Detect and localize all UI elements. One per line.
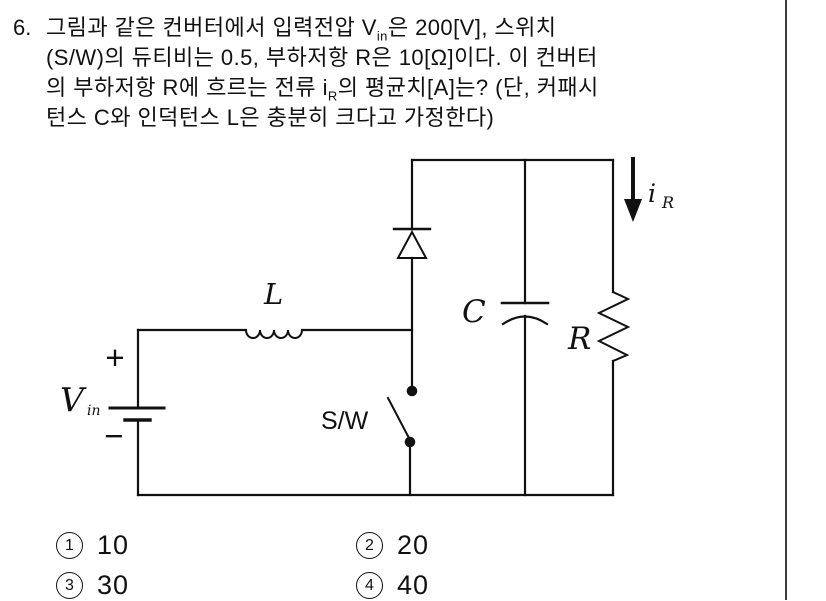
capacitor-label: C	[462, 294, 486, 330]
switch-label: S/W	[321, 407, 369, 435]
minus-sign: −	[104, 417, 123, 454]
option-2-value: 20	[397, 530, 430, 560]
question-line-3-pre: 의 부하저항 R에 흐르는 전류 i	[46, 75, 328, 100]
question-line-1-pre: 그림과 같은 컨버터에서 입력전압 V	[46, 15, 377, 40]
ir-subscript-text: R	[327, 88, 338, 104]
question-line-2: (S/W)의 듀티비는 0.5, 부하저항 R은 10[Ω]이다. 이 컨버터	[46, 45, 598, 70]
option-2-number: 2	[365, 536, 374, 554]
source-label: V	[60, 380, 87, 419]
question-line-4: 턴스 C와 인덕턴스 L은 충분히 크다고 가정한다)	[46, 105, 495, 130]
option-1-circle: 1	[56, 532, 83, 559]
option-4-number: 4	[365, 576, 374, 594]
option-3-value: 30	[97, 570, 130, 600]
resistor-zigzag-icon	[596, 290, 631, 363]
option-4: 4 40	[356, 570, 429, 601]
option-1-value: 10	[97, 530, 130, 560]
current-label-subscript: R	[661, 193, 674, 212]
source-label-subscript: in	[87, 403, 101, 419]
inductor-coil-icon	[244, 328, 304, 339]
option-3-number: 3	[65, 576, 74, 594]
current-arrow-head	[624, 199, 642, 222]
question-line-3-post: 의 평균치[A]는? (단, 커패시	[337, 75, 599, 100]
question-line-3: 의 부하저항 R에 흐르는 전류 iR의 평균치[A]는? (단, 커패시	[46, 73, 599, 103]
question-line-1: 그림과 같은 컨버터에서 입력전압 Vin은 200[V], 스위치	[46, 13, 599, 43]
option-1: 1 10	[56, 530, 129, 561]
option-4-value: 40	[397, 570, 430, 600]
option-1-number: 1	[65, 536, 74, 554]
option-4-circle: 4	[356, 572, 383, 599]
vin-subscript-text: in	[376, 28, 388, 44]
option-2: 2 20	[356, 530, 429, 561]
plus-sign: +	[105, 339, 124, 376]
question-block: 6. 그림과 같은 컨버터에서 입력전압 Vin은 200[V], 스위치 (S…	[13, 13, 775, 133]
switch-top-contact-dot	[406, 385, 418, 397]
question-text: 그림과 같은 컨버터에서 입력전압 Vin은 200[V], 스위치 (S/W)…	[46, 13, 599, 133]
inductor-label: L	[263, 277, 283, 311]
option-2-circle: 2	[356, 532, 383, 559]
resistor-label: R	[567, 321, 591, 357]
option-3: 3 30	[56, 570, 129, 601]
column-divider-line	[785, 0, 787, 600]
question-line-1-post: 은 200[V], 스위치	[387, 15, 557, 40]
question-number: 6.	[13, 15, 32, 40]
switch-bottom-contact-dot	[404, 436, 416, 448]
option-3-circle: 3	[56, 572, 83, 599]
current-label: i	[648, 179, 656, 208]
switch-blade	[386, 396, 412, 442]
diode-icon	[396, 229, 428, 259]
